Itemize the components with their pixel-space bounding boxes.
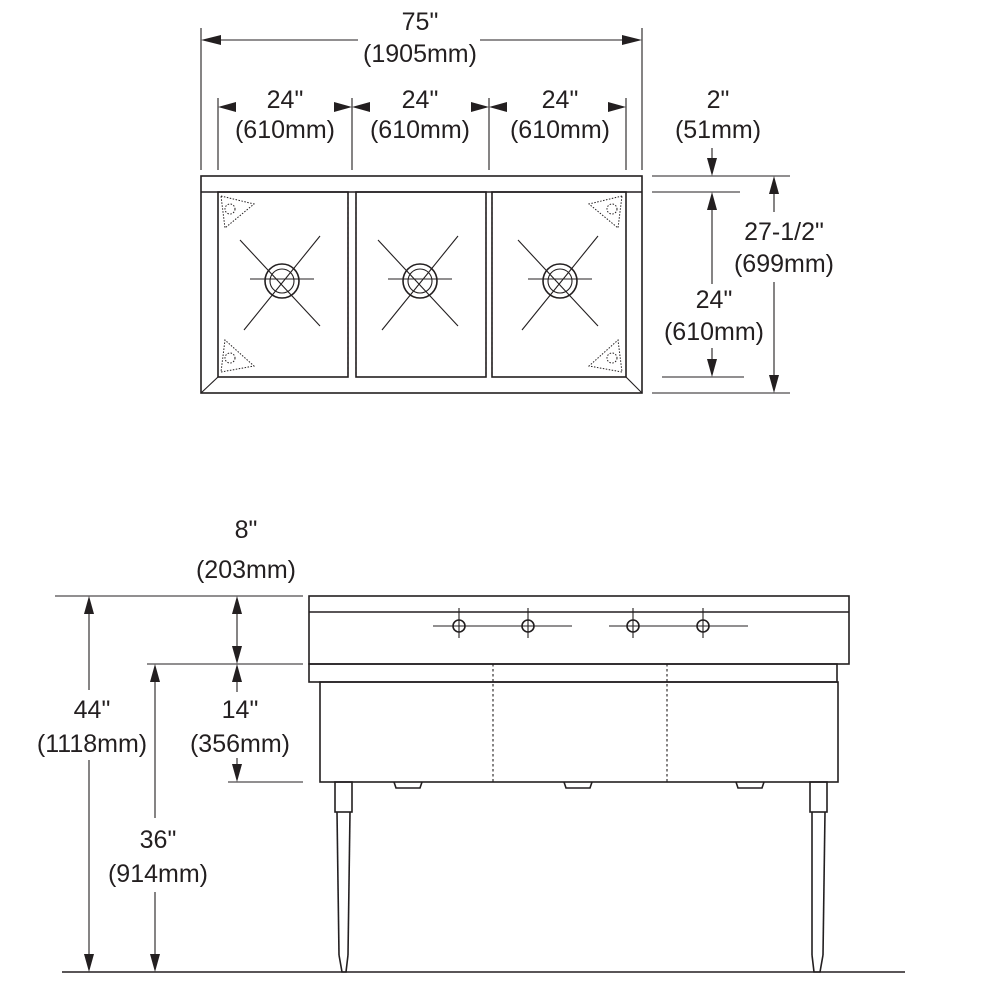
bowl-2-width-metric: (610mm) bbox=[370, 116, 470, 144]
rim-front bbox=[308, 663, 838, 683]
sink-outline-top bbox=[200, 175, 643, 394]
overall-depth-metric: (699mm) bbox=[734, 250, 834, 278]
bowl-2-top bbox=[355, 191, 487, 378]
dim-backsplash-height: 8" (203mm) bbox=[196, 516, 296, 664]
bowl-depth-metric: (610mm) bbox=[664, 318, 764, 346]
dim-overall-width: 75" (1905mm) bbox=[200, 8, 643, 170]
overall-depth-imperial: 27-1/2" bbox=[744, 218, 824, 246]
legs bbox=[334, 781, 828, 973]
overall-width-imperial: 75" bbox=[402, 8, 439, 36]
top-view: 75" (1905mm) 24" (610mm) 24" (610mm) 24"… bbox=[200, 8, 834, 394]
corner-line bbox=[625, 376, 643, 394]
drain-icon-2 bbox=[377, 235, 459, 331]
bowl-height-metric: (356mm) bbox=[190, 730, 290, 758]
drain-icon-3 bbox=[517, 235, 599, 331]
corner-gusset-icons bbox=[220, 195, 623, 373]
dim-overall-height: 44" (1118mm) bbox=[37, 596, 147, 972]
bowl-1-width-imperial: 24" bbox=[267, 86, 304, 114]
bowl-3-width-imperial: 24" bbox=[542, 86, 579, 114]
front-view: 8" (203mm) 14" (356mm) 44" (1118mm) bbox=[37, 516, 905, 973]
backsplash-height-metric: (203mm) bbox=[196, 556, 296, 584]
corner-line bbox=[200, 376, 219, 394]
backsplash-height-imperial: 8" bbox=[235, 516, 258, 544]
drain-outlets bbox=[393, 781, 765, 789]
rim-height-imperial: 36" bbox=[140, 826, 177, 854]
dim-backsplash-depth: 2" (51mm) bbox=[652, 86, 790, 210]
overall-width-metric: (1905mm) bbox=[363, 40, 477, 68]
bowl-body-front bbox=[319, 681, 839, 783]
dim-rim-height: 36" (914mm) bbox=[108, 664, 208, 972]
drain-icon-1 bbox=[239, 235, 321, 331]
bowl-depth-imperial: 24" bbox=[696, 286, 733, 314]
dim-bowl-widths: 24" (610mm) 24" (610mm) 24" (610mm) bbox=[217, 86, 627, 170]
dim-bowl-depth: 24" (610mm) bbox=[662, 210, 764, 378]
backsplash-depth-metric: (51mm) bbox=[675, 116, 761, 144]
faucet-holes bbox=[433, 608, 748, 638]
bowl-height-imperial: 14" bbox=[222, 696, 259, 724]
overall-height-imperial: 44" bbox=[74, 696, 111, 724]
bowl-1-top bbox=[217, 191, 349, 378]
rim-height-metric: (914mm) bbox=[108, 860, 208, 888]
backsplash-depth-imperial: 2" bbox=[707, 86, 730, 114]
dim-overall-depth: 27-1/2" (699mm) bbox=[652, 176, 834, 394]
backsplash-front bbox=[308, 595, 850, 665]
dim-bowl-height: 14" (356mm) bbox=[190, 664, 290, 782]
overall-height-metric: (1118mm) bbox=[37, 730, 147, 758]
bowl-1-width-metric: (610mm) bbox=[235, 116, 335, 144]
bowl-2-width-imperial: 24" bbox=[402, 86, 439, 114]
bowl-3-width-metric: (610mm) bbox=[510, 116, 610, 144]
